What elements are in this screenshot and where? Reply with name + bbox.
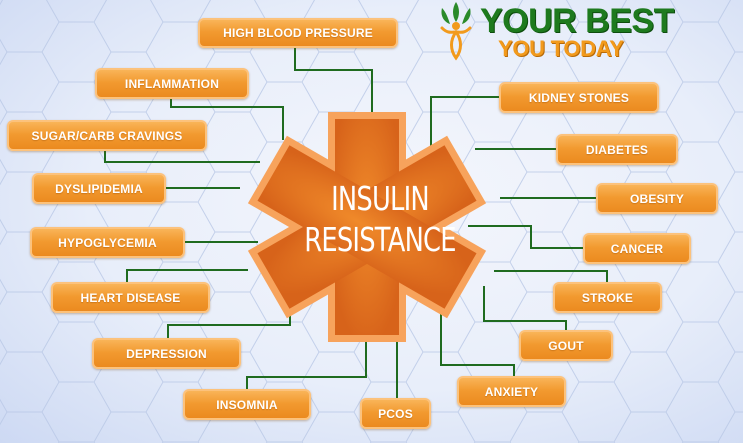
node-dyslipidemia: DYSLIPIDEMIA bbox=[32, 173, 166, 204]
node-pcos: PCOS bbox=[360, 398, 431, 429]
node-anxiety: ANXIETY bbox=[457, 376, 566, 407]
node-insomnia: INSOMNIA bbox=[183, 389, 311, 420]
brand-logo: YOUR BEST YOU TODAY bbox=[432, 2, 732, 62]
logo-text-line1: YOUR BEST bbox=[480, 2, 674, 40]
node-high-blood-pressure: HIGH BLOOD PRESSURE bbox=[198, 18, 398, 48]
logo-text-line2: YOU TODAY bbox=[498, 36, 624, 61]
node-stroke: STROKE bbox=[553, 282, 662, 313]
node-diabetes: DIABETES bbox=[556, 134, 678, 165]
node-depression: DEPRESSION bbox=[92, 338, 241, 369]
center-title: INSULIN RESISTANCE bbox=[302, 178, 458, 260]
center-title-line1: INSULIN bbox=[331, 179, 430, 218]
star-of-life-shape bbox=[247, 112, 487, 342]
node-cancer: CANCER bbox=[583, 233, 691, 264]
node-heart-disease: HEART DISEASE bbox=[51, 282, 210, 313]
leaf-person-icon bbox=[440, 2, 472, 61]
node-hypoglycemia: HYPOGLYCEMIA bbox=[30, 227, 185, 258]
connector-lines bbox=[104, 47, 608, 398]
node-gout: GOUT bbox=[519, 330, 613, 361]
node-obesity: OBESITY bbox=[596, 183, 718, 214]
node-inflammation: INFLAMMATION bbox=[95, 68, 249, 99]
node-kidney-stones: KIDNEY STONES bbox=[499, 82, 659, 113]
node-sugar-carb-cravings: SUGAR/CARB CRAVINGS bbox=[7, 120, 207, 151]
center-title-line2: RESISTANCE bbox=[304, 220, 456, 259]
